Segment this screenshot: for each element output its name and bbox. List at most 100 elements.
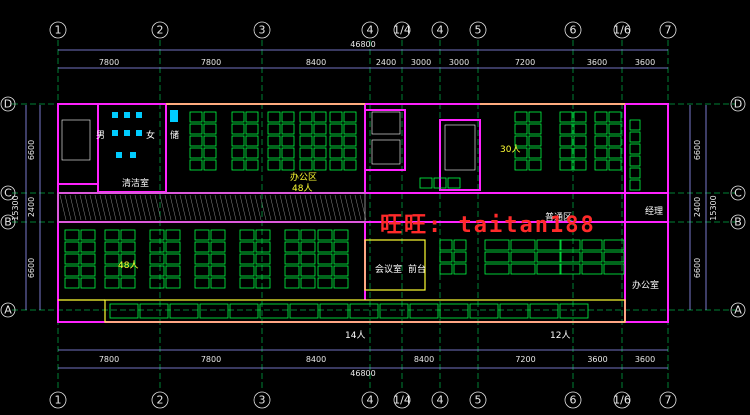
desk [149, 229, 165, 241]
desk [608, 111, 622, 123]
desk [194, 265, 210, 277]
desk [239, 229, 255, 241]
desk [419, 177, 433, 189]
right-span-1: 6600 [693, 140, 702, 160]
desk [536, 251, 562, 263]
axis-label: 1/4 [393, 394, 411, 407]
desk [594, 159, 608, 171]
desk [203, 147, 217, 159]
desk [528, 123, 542, 135]
axis-label: 6 [570, 394, 577, 407]
watermark-text: 旺旺: taitan188 [380, 213, 596, 238]
desk [231, 123, 245, 135]
desk [259, 303, 289, 319]
label-storage: 储 [170, 129, 179, 141]
desk [313, 147, 327, 159]
desk [447, 177, 461, 189]
desk [267, 147, 281, 159]
row-bubble-right-2: B [730, 214, 746, 230]
desk [317, 241, 333, 253]
desk [267, 123, 281, 135]
desk [104, 277, 120, 289]
desk [299, 111, 313, 123]
desk [299, 135, 313, 147]
desk [231, 111, 245, 123]
desk [165, 265, 181, 277]
bottom-span-label: 8400 [414, 355, 434, 364]
axis-bubble-bottom-6: 5 [469, 391, 487, 409]
desk [603, 239, 625, 251]
label-bottom-right-count: 12人 [550, 330, 570, 341]
axis-bubble-bottom-0: 1 [49, 391, 67, 409]
desk [510, 263, 536, 275]
stairs [61, 111, 476, 171]
desk [559, 147, 573, 159]
desk [484, 239, 510, 251]
desk [203, 111, 217, 123]
axis-bubble-top-4: 1/4 [393, 21, 411, 39]
desk [255, 241, 271, 253]
desk [210, 265, 226, 277]
axis-bubble-top-9: 7 [659, 21, 677, 39]
desk [109, 303, 139, 319]
desk [317, 265, 333, 277]
desk [255, 265, 271, 277]
desk [409, 303, 439, 319]
desk [149, 265, 165, 277]
axis-bubble-bottom-2: 3 [253, 391, 271, 409]
desk [284, 229, 300, 241]
desk [594, 135, 608, 147]
desk [329, 135, 343, 147]
desk [203, 159, 217, 171]
desk [536, 239, 562, 251]
desk [573, 123, 587, 135]
desk [267, 135, 281, 147]
axis-label: 7 [665, 394, 672, 407]
row-label: D [734, 98, 742, 111]
axis-bubble-bottom-4: 1/4 [393, 391, 411, 409]
label-office-area: 办公区 [290, 171, 317, 183]
bottom-span-label: 7800 [99, 355, 119, 364]
desk [529, 303, 559, 319]
row-bubble-right-3: A [730, 302, 746, 318]
label-bottom-left-count: 14人 [345, 330, 365, 341]
desk [149, 277, 165, 289]
desk [300, 277, 316, 289]
row-bubble-right-1: C [730, 185, 746, 201]
axis-bubble-top-0: 1 [49, 21, 67, 39]
label-hall: 普通区 [545, 211, 572, 223]
right-dimension-chain: 15300 6600 2400 6600 [689, 105, 718, 310]
axis-label: 2 [157, 24, 164, 37]
workstation-desks [64, 111, 641, 319]
desk [594, 123, 608, 135]
desk [453, 239, 467, 251]
desk [120, 253, 136, 265]
desk [453, 251, 467, 263]
desk [194, 277, 210, 289]
desk [300, 253, 316, 265]
desk [189, 147, 203, 159]
desk [559, 111, 573, 123]
desk [104, 253, 120, 265]
top-span-label: 8400 [306, 58, 326, 67]
label-female-wc: 女 [146, 129, 155, 141]
desk [281, 159, 295, 171]
row-label: B [734, 216, 742, 229]
desk [80, 253, 96, 265]
desk [603, 251, 625, 263]
axis-label: 3 [259, 394, 266, 407]
axis-label: 1/6 [613, 394, 631, 407]
label-meeting: 会议室 [375, 263, 402, 275]
desk [231, 147, 245, 159]
desk [608, 135, 622, 147]
desk [629, 179, 641, 191]
row-bubble-right-0: D [730, 96, 746, 112]
desk [80, 241, 96, 253]
desk [80, 277, 96, 289]
desk [329, 123, 343, 135]
desk [329, 159, 343, 171]
right-span-2: 2400 [693, 197, 702, 217]
corridor [57, 192, 367, 223]
